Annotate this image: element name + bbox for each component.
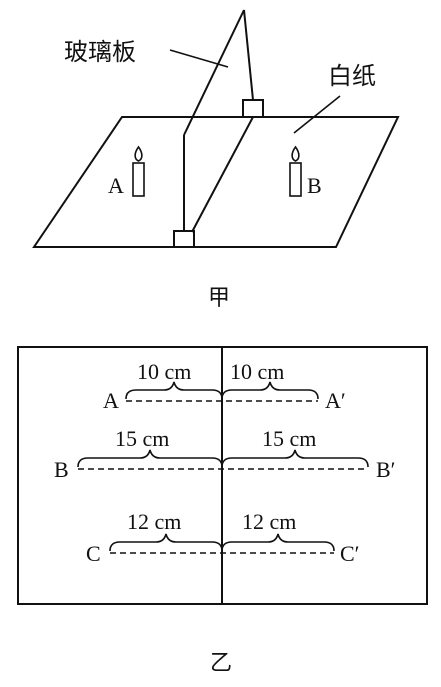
brace-right-b (221, 449, 369, 468)
brace-right-a (221, 381, 319, 400)
dist-right-b: 15 cm (262, 426, 316, 451)
dist-left-b: 15 cm (115, 426, 169, 451)
candle-b (289, 145, 302, 197)
figure-b-caption: 乙 (210, 651, 232, 676)
candle-b-label: B (307, 173, 322, 198)
point-c: C (86, 541, 101, 566)
brace-left-b (77, 449, 223, 468)
brace-left-c (109, 533, 223, 552)
flame-icon (134, 145, 143, 162)
point-c-prime: C′ (340, 541, 360, 566)
brace-right-c (221, 533, 335, 552)
paper-leader (293, 95, 341, 134)
candle-a-label: A (108, 173, 124, 198)
figure-b: 10 cm 10 cm A A′ 15 cm 15 cm B B′ 12 cm … (17, 346, 428, 676)
figure-a: A B 玻璃板 白纸 甲 (32, 9, 400, 311)
white-paper (32, 116, 400, 248)
figure-a-caption: 甲 (208, 286, 230, 311)
dist-left-a: 10 cm (137, 359, 191, 384)
row-c: 12 cm 12 cm C C′ (86, 509, 360, 566)
dist-right-a: 10 cm (230, 359, 284, 384)
dist-right-c: 12 cm (242, 509, 296, 534)
glass-leader (169, 49, 229, 68)
point-b-prime: B′ (376, 457, 396, 482)
glass-plate-label: 玻璃板 (64, 38, 136, 66)
dist-left-c: 12 cm (127, 509, 181, 534)
row-b: 15 cm 15 cm B B′ (54, 426, 396, 482)
point-a: A (103, 388, 119, 413)
point-a-prime: A′ (325, 388, 346, 413)
glass-stand-bottom (173, 230, 195, 248)
glass-stand-top (242, 99, 264, 118)
candle-a (132, 145, 145, 197)
brace-left-a (125, 381, 223, 400)
row-a: 10 cm 10 cm A A′ (103, 359, 346, 413)
flame-icon (291, 145, 300, 162)
white-paper-label: 白纸 (328, 62, 376, 90)
glass-plate (173, 9, 264, 248)
point-b: B (54, 457, 69, 482)
